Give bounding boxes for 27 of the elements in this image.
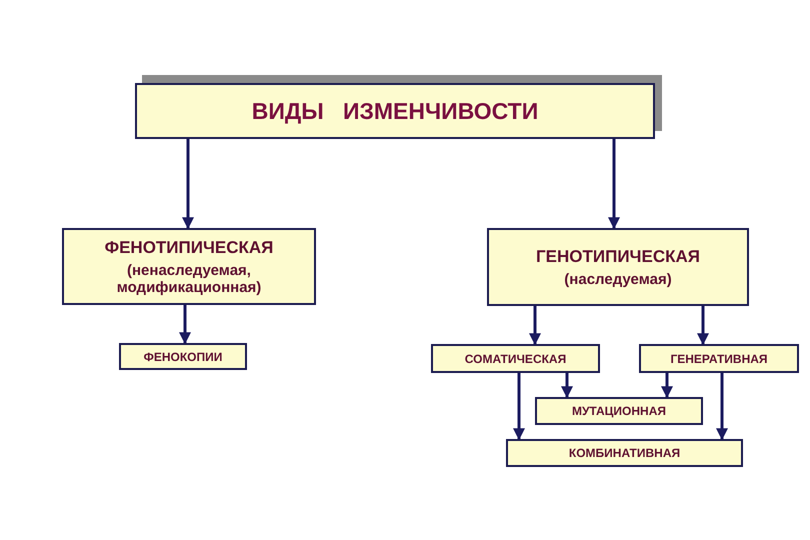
box-heading: МУТАЦИОННАЯ (570, 404, 668, 418)
category-box (506, 439, 743, 467)
arrow (529, 306, 541, 346)
arrow (661, 373, 673, 398)
arrow (179, 305, 191, 344)
arrow (513, 373, 525, 440)
box-heading: СОМАТИЧЕСКАЯ (464, 352, 568, 366)
arrow (561, 373, 573, 398)
category-box (119, 343, 247, 370)
arrow (697, 306, 709, 346)
box-subtitle: (наследуемая) (563, 270, 673, 288)
arrow (716, 373, 728, 440)
category-box (639, 344, 799, 373)
box-heading: ГЕНОТИПИЧЕСКАЯ (535, 246, 701, 266)
box-subtitle: (ненаследуемая, модификационная) (116, 262, 262, 296)
category-box (431, 344, 600, 373)
category-box (62, 228, 316, 305)
box-heading: ВИДЫ ИЗМЕНЧИВОСТИ (250, 98, 540, 124)
box-heading: ГЕНЕРАТИВНАЯ (669, 352, 769, 366)
category-box (487, 228, 749, 306)
arrow (608, 139, 620, 230)
box-heading: КОМБИНАТИВНАЯ (568, 446, 682, 460)
box-heading: ФЕНОКОПИИ (142, 350, 224, 364)
category-box (135, 83, 655, 139)
arrow (182, 139, 194, 230)
box-heading: ФЕНОТИПИЧЕСКАЯ (104, 238, 274, 258)
category-box (535, 397, 703, 425)
